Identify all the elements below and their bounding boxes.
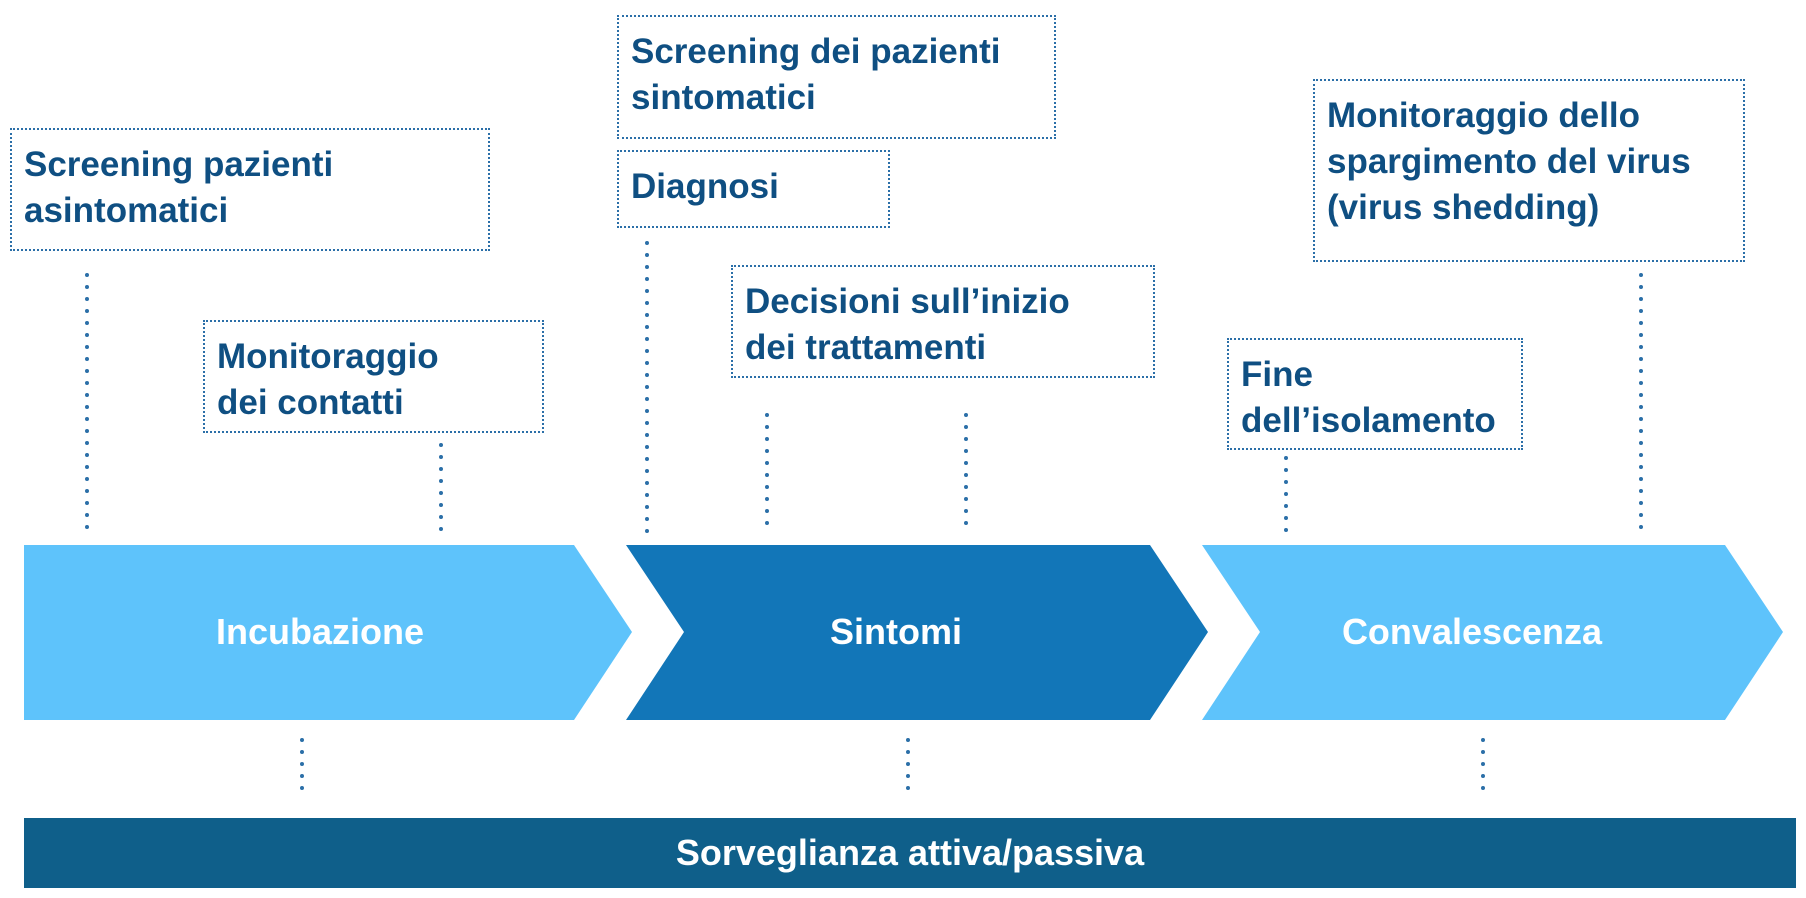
callout-end-isolation: Fine dell’isolamento [1227,338,1523,450]
callout-treatment-decisions: Decisioni sull’inizio dei trattamenti [731,265,1155,378]
phase-arrow-sintomi [626,545,1208,720]
phase-arrow-incubazione [24,545,632,720]
surveillance-bar: Sorveglianza attiva/passiva [24,818,1796,888]
phase-label-convalescenza: Convalescenza [1341,611,1603,652]
surveillance-label: Sorveglianza attiva/passiva [675,832,1145,873]
callout-diagnosis: Diagnosi [617,150,890,228]
phase-label-sintomi: Sintomi [830,611,962,652]
callout-contact-monitoring: Monitoraggio dei contatti [203,320,544,433]
callout-virus-shedding: Monitoraggio dello spargimento del virus… [1313,79,1745,262]
callout-screening-asymptomatic: Screening pazienti asintomatici [10,128,490,251]
callout-screening-symptomatic: Screening dei pazienti sintomatici [617,15,1056,139]
phase-label-incubazione: Incubazione [215,611,425,652]
phase-arrow-convalescenza [1202,545,1783,720]
